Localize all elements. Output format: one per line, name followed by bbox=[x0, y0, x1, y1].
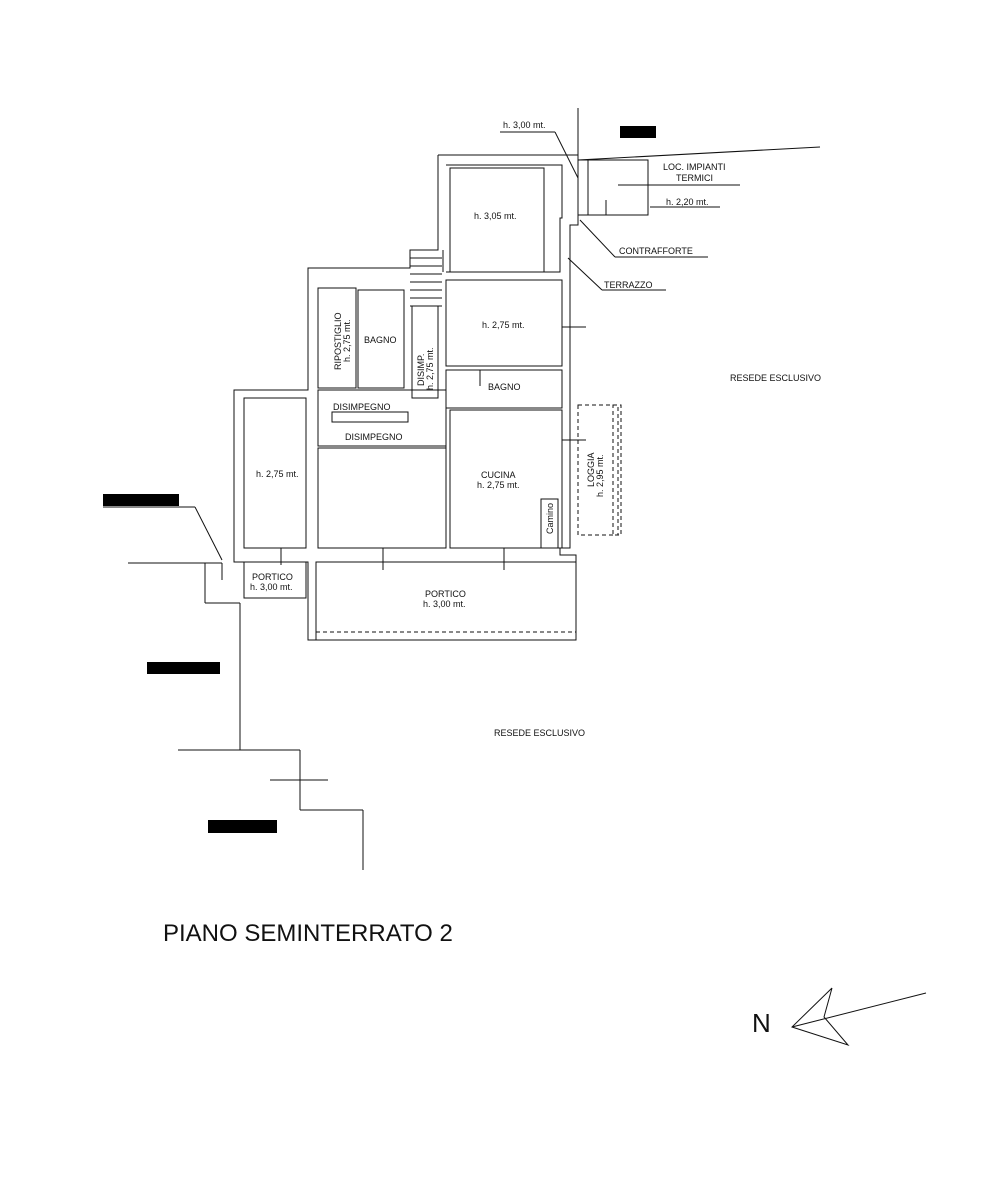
disimpegno-inner bbox=[331, 411, 409, 423]
leader-line bbox=[567, 257, 603, 291]
label-terrazzo: TERRAZZO bbox=[604, 280, 653, 290]
label-loc-impianti-1: LOC. IMPIANTI bbox=[663, 162, 726, 172]
north-label: N bbox=[752, 1008, 771, 1038]
room-portico-large-label: PORTICO bbox=[425, 589, 466, 599]
staircase bbox=[410, 257, 442, 307]
room-camino-label: Camino bbox=[545, 503, 555, 534]
room-ripostiglio-label: RIPOSTIGLIO bbox=[333, 312, 343, 370]
room-portico-large-height: h. 3,00 mt. bbox=[423, 599, 466, 609]
room-loggia-height: h. 2,95 mt. bbox=[595, 454, 605, 497]
redaction-bar bbox=[620, 126, 656, 138]
room-portico-small-label: PORTICO bbox=[252, 572, 293, 582]
redaction-bar bbox=[103, 494, 179, 506]
room-bagno-left bbox=[357, 289, 405, 389]
room-cucina-height: h. 2,75 mt. bbox=[477, 480, 520, 490]
label-contrafforte: CONTRAFFORTE bbox=[619, 246, 693, 256]
room-ripostiglio-height: h. 2,75 mt. bbox=[342, 319, 352, 362]
leader-line bbox=[194, 506, 223, 561]
room-top-height: h. 3,05 mt. bbox=[474, 211, 517, 221]
leader-line bbox=[579, 219, 616, 258]
redaction-bar bbox=[147, 662, 220, 674]
plan-title: PIANO SEMINTERRATO 2 bbox=[163, 920, 453, 947]
leader-line bbox=[554, 131, 579, 179]
room-disimpegno-upper: DISIMPEGNO bbox=[333, 402, 391, 412]
label-resede-right: RESEDE ESCLUSIVO bbox=[730, 373, 821, 383]
room-ripostiglio bbox=[317, 287, 357, 389]
loggia-column bbox=[612, 404, 622, 536]
door-markers bbox=[266, 200, 607, 570]
north-arrow bbox=[791, 987, 927, 1047]
room-loggia bbox=[577, 404, 619, 536]
room-disimp-height: h. 2,75 mt. bbox=[425, 347, 435, 390]
label-loc-impianti-2: TERMICI bbox=[676, 173, 713, 183]
room-disimpegno-lower: DISIMPEGNO bbox=[345, 432, 403, 442]
label-h300-top: h. 3,00 mt. bbox=[503, 120, 546, 130]
redaction-bar bbox=[208, 820, 277, 833]
room-central bbox=[317, 447, 447, 549]
room-loc-impianti-inner bbox=[587, 159, 649, 216]
room-mid-height: h. 2,75 mt. bbox=[482, 320, 525, 330]
room-top bbox=[449, 167, 545, 273]
room-left-height: h. 2,75 mt. bbox=[256, 469, 299, 479]
room-cucina-label: CUCINA bbox=[481, 470, 516, 480]
camino-box bbox=[540, 498, 559, 549]
room-portico-large bbox=[315, 561, 577, 641]
room-bagno-left-label: BAGNO bbox=[364, 335, 397, 345]
room-bagno-right bbox=[445, 369, 563, 409]
room-disimp-label: DISIMP. bbox=[416, 354, 426, 386]
label-h220: h. 2,20 mt. bbox=[666, 197, 709, 207]
room-bagno-right-label: BAGNO bbox=[488, 382, 521, 392]
boundary-line bbox=[577, 146, 821, 161]
room-loggia-label: LOGGIA bbox=[586, 452, 596, 487]
label-resede-bottom: RESEDE ESCLUSIVO bbox=[494, 728, 585, 738]
room-portico-small-height: h. 3,00 mt. bbox=[250, 582, 293, 592]
